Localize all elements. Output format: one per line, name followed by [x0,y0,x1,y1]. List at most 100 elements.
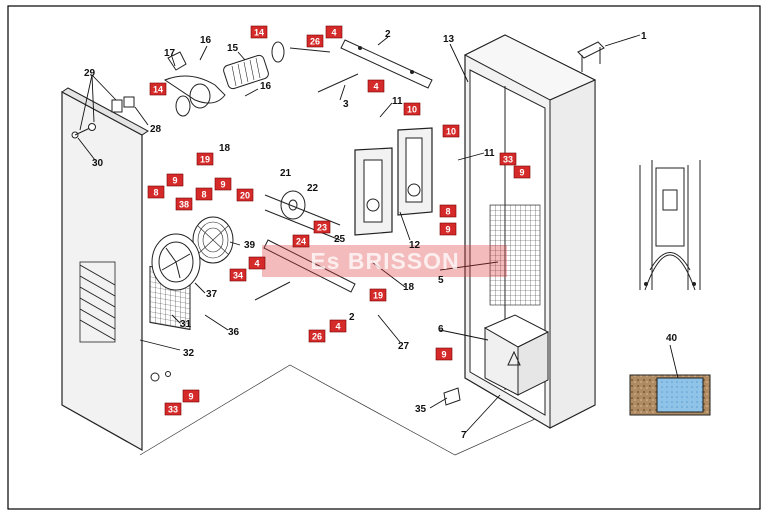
red-tag-label: 8 [201,190,206,200]
red-tag-label: 33 [503,155,513,165]
red-tag-label: 4 [331,28,336,38]
label-3: 3 [343,99,349,110]
red-tag-label: 8 [153,188,158,198]
control-box-6 [483,314,550,396]
red-tag-9: 9 [182,389,200,403]
label-35: 35 [415,404,427,415]
red-tag-26: 26 [306,34,324,48]
label-21: 21 [280,168,292,179]
red-tag-23: 23 [313,220,331,234]
label-13: 13 [443,34,455,45]
label-30: 30 [92,158,104,169]
label-18-top: 18 [219,143,231,154]
label-16-lower: 16 [260,81,272,92]
red-tag-label: 38 [179,200,189,210]
red-tag-38: 38 [175,197,193,211]
label-22: 22 [307,183,319,194]
red-tag-14: 14 [149,82,167,96]
door-vent-louvres [79,261,116,343]
label-2-top: 2 [385,29,391,40]
label-7: 7 [461,430,467,441]
red-tag-label: 19 [373,291,383,301]
red-tag-8: 8 [439,204,457,218]
red-tag-label: 26 [312,332,322,342]
label-29: 29 [84,68,96,79]
red-tag-label: 4 [373,82,378,92]
track-assembly-12 [354,127,433,236]
label-32: 32 [183,348,195,359]
label-37: 37 [206,289,218,300]
red-tag-19: 19 [196,152,214,166]
rod-34 [254,281,291,301]
label-11-top: 11 [392,96,403,107]
label-11-right: 11 [484,148,495,159]
label-6: 6 [438,324,444,335]
label-1: 1 [641,31,647,42]
red-tag-label: 19 [200,155,210,165]
red-tag-label: 9 [519,168,524,178]
red-tag-label: 8 [445,207,450,217]
red-tag-9: 9 [166,173,184,187]
red-tag-label: 23 [317,223,327,233]
assembly-outline-bottom [139,364,556,456]
hinge-parts-28-29-30 [71,96,135,139]
label-18-lower: 18 [403,282,415,293]
rail-2-lower [263,239,356,293]
red-tag-10: 10 [442,124,460,138]
label-36: 36 [228,327,240,338]
red-tag-20: 20 [236,188,254,202]
watermark: Es BRISSON [262,245,507,277]
door-washer-9 [165,371,171,377]
label-40: 40 [666,333,678,344]
red-tag-24: 24 [292,234,310,248]
red-tag-33: 33 [164,402,182,416]
label-15: 15 [227,43,239,54]
door-screw-33 [150,372,160,382]
red-tag-label: 14 [153,85,163,95]
red-tag-9: 9 [513,165,531,179]
red-tag-label: 14 [254,28,264,38]
image-border [7,5,761,510]
red-tag-4: 4 [367,79,385,93]
label-28: 28 [150,124,162,135]
red-tag-4: 4 [248,256,266,270]
red-tag-label: 20 [240,191,250,201]
red-tag-label: 33 [168,405,178,415]
red-tag-label: 10 [407,105,417,115]
red-tag-label: 10 [446,127,456,137]
red-tag-label: 9 [172,176,177,186]
red-tags-group: 1414264410103391989388920232434419892649… [147,25,531,416]
red-tag-9: 9 [435,347,453,361]
label-27: 27 [398,341,410,352]
red-tag-label: 4 [335,322,340,332]
red-tag-4: 4 [329,319,347,333]
red-tag-label: 9 [188,392,193,402]
label-25: 25 [334,234,346,245]
label-39: 39 [244,240,256,251]
watermark-text: Es BRISSON [310,248,459,274]
red-tag-label: 9 [220,180,225,190]
label-17: 17 [164,48,176,59]
red-tag-33: 33 [499,152,517,166]
red-tag-label: 24 [296,237,306,247]
red-tag-10: 10 [403,102,421,116]
red-tag-8: 8 [195,187,213,201]
label-5: 5 [438,275,444,286]
red-tag-label: 9 [441,350,446,360]
black-labels-group: 1 2 13 16 17 15 16 29 28 30 3 11 11 18 2… [84,29,678,441]
rail-detail-view [639,160,701,291]
label-2-lower: 2 [349,312,355,323]
red-tag-34: 34 [229,268,247,282]
red-tag-19: 19 [369,288,387,302]
rail-2-top [340,39,433,89]
motor-shaft-assembly [163,41,331,117]
red-tag-14: 14 [250,25,268,39]
red-tag-label: 9 [445,225,450,235]
red-tag-26: 26 [308,329,326,343]
side-door-panel [61,87,171,452]
rod-3 [317,73,359,93]
red-tag-label: 4 [254,259,259,269]
gear-parts-21-22 [264,190,341,241]
